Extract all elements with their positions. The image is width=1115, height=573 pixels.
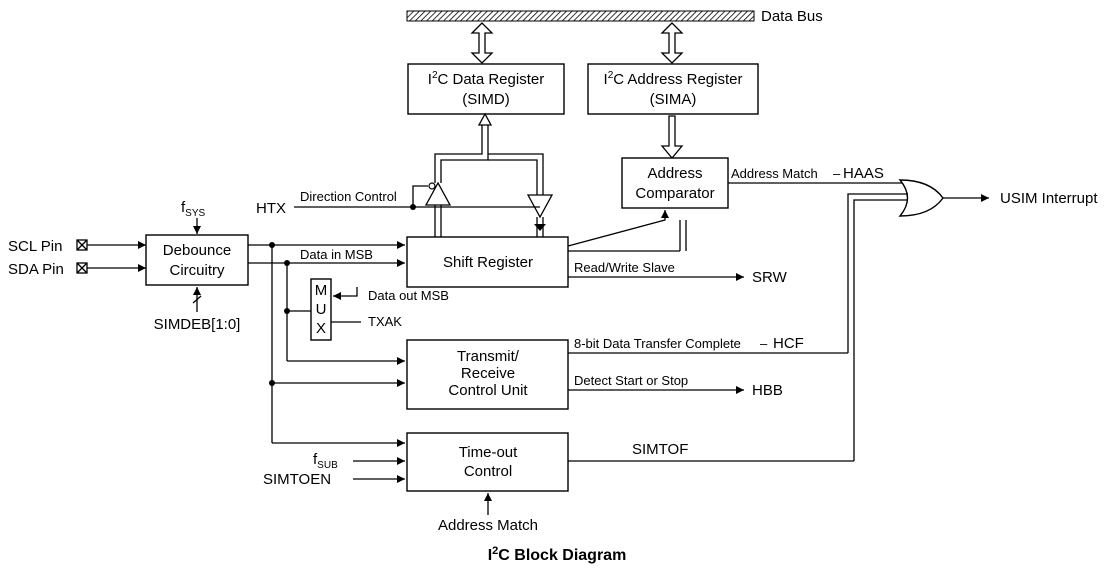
address-register-label-line1: I2C Address Register bbox=[604, 70, 743, 88]
fsys-label: fSYS bbox=[181, 199, 206, 219]
mux-letter-x: X bbox=[316, 320, 326, 337]
srw-label: SRW bbox=[752, 269, 788, 286]
scl-pin-label: SCL Pin bbox=[8, 238, 62, 255]
scl-pin-icon bbox=[76, 239, 88, 251]
usim-interrupt-label: USIM Interrupt bbox=[1000, 190, 1098, 207]
bus-to-sima-arrow bbox=[660, 22, 684, 64]
shift-register-block: Shift Register bbox=[406, 236, 569, 288]
hcf-dash: – bbox=[760, 336, 768, 351]
i2c-address-register-block: I2C Address Register (SIMA) bbox=[587, 63, 759, 115]
timeout-label-line1: Time-out bbox=[459, 444, 518, 461]
timeout-label-line2: Control bbox=[464, 463, 512, 480]
txak-label: TXAK bbox=[368, 314, 402, 329]
simtoen-label: SIMTOEN bbox=[263, 471, 331, 488]
mux-letter-u: U bbox=[316, 301, 327, 318]
hcf-label: HCF bbox=[773, 335, 804, 352]
data-out-msb-label: Data out MSB bbox=[368, 288, 449, 303]
transfer-complete-label: 8-bit Data Transfer Complete bbox=[574, 336, 741, 351]
data-bus-label: Data Bus bbox=[761, 8, 823, 25]
detect-start-stop-label: Detect Start or Stop bbox=[574, 373, 688, 388]
trcu-label-line2: Receive bbox=[461, 365, 515, 382]
bus-to-simd-arrow bbox=[470, 22, 494, 64]
fsub-label: fSUB bbox=[313, 451, 338, 471]
address-match-input-label: Address Match bbox=[438, 517, 538, 534]
data-bus bbox=[406, 10, 755, 22]
address-register-label-line2: (SIMA) bbox=[650, 91, 697, 108]
mux-block: M U X bbox=[310, 278, 332, 341]
read-write-slave-label: Read/Write Slave bbox=[574, 260, 675, 275]
transmit-receive-control-block: Transmit/ Receive Control Unit bbox=[406, 339, 569, 410]
shift-register-label: Shift Register bbox=[443, 254, 533, 271]
address-match-label: Address Match bbox=[731, 166, 818, 181]
sda-pin-label: SDA Pin bbox=[8, 261, 64, 278]
sda-pin-icon bbox=[76, 262, 88, 274]
comparator-label-line1: Address bbox=[647, 165, 702, 182]
direction-control-label: Direction Control bbox=[300, 189, 397, 204]
data-register-label-line2: (SIMD) bbox=[462, 91, 510, 108]
haas-dash: – bbox=[833, 166, 841, 181]
mux-letter-m: M bbox=[315, 282, 328, 299]
i2c-data-register-block: I2C Data Register (SIMD) bbox=[407, 63, 565, 115]
sima-to-comparator-arrow bbox=[660, 115, 684, 160]
data-in-msb-label: Data in MSB bbox=[300, 247, 373, 262]
simdeb-label: SIMDEB[1:0] bbox=[154, 316, 241, 333]
debounce-circuitry-block: Debounce Circuitry bbox=[145, 234, 249, 286]
simtof-label: SIMTOF bbox=[632, 441, 688, 458]
timeout-control-block: Time-out Control bbox=[406, 432, 569, 492]
address-comparator-block: Address Comparator bbox=[621, 157, 729, 209]
hbb-label: HBB bbox=[752, 382, 783, 399]
haas-label: HAAS bbox=[843, 165, 884, 182]
comparator-label-line2: Comparator bbox=[635, 185, 714, 202]
trcu-label-line3: Control Unit bbox=[448, 382, 528, 399]
debounce-label-line2: Circuitry bbox=[170, 262, 225, 279]
debounce-label-line1: Debounce bbox=[163, 242, 231, 259]
trcu-label-line1: Transmit/ bbox=[457, 348, 520, 365]
htx-label: HTX bbox=[256, 200, 286, 217]
diagram-title: I2C Block Diagram bbox=[488, 545, 627, 564]
simd-shift-register-path bbox=[424, 112, 554, 237]
or-gate bbox=[898, 179, 944, 217]
data-register-label-line1: I2C Data Register bbox=[428, 70, 544, 88]
